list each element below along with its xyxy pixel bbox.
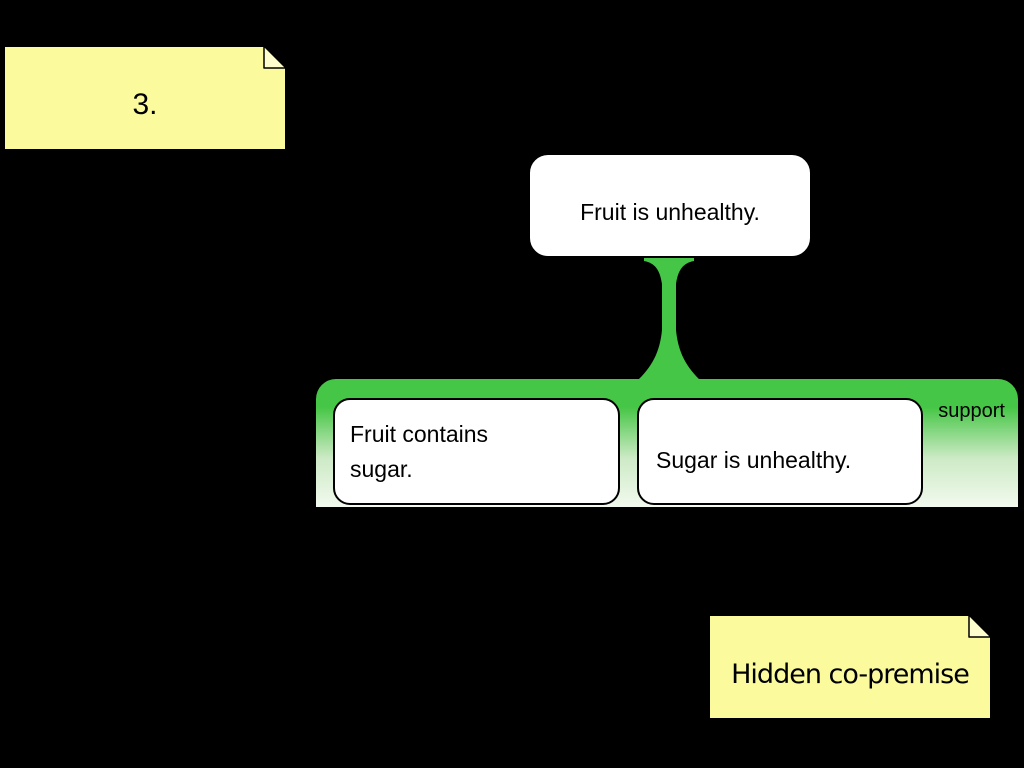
conclusion-box[interactable]: Fruit is unhealthy. <box>528 153 812 258</box>
sticky-note-shape <box>3 45 287 151</box>
premise-box-1[interactable]: Fruit contains sugar. <box>333 398 620 505</box>
note-paper <box>3 45 287 151</box>
support-label: support <box>938 400 1005 422</box>
note-paper <box>708 614 992 720</box>
note-fold-corner-icon <box>263 45 287 69</box>
sticky-note-number[interactable]: 3. <box>3 45 287 151</box>
connector-trunk <box>636 258 702 382</box>
premise-box-2[interactable]: Sugar is unhealthy. <box>637 398 923 505</box>
conclusion-text: Fruit is unhealthy. <box>580 198 760 225</box>
support-group[interactable]: support Fruit contains sugar. Sugar is u… <box>316 379 1018 507</box>
sticky-note-shape <box>708 614 992 720</box>
note-fold-corner-icon <box>968 614 992 638</box>
support-connector[interactable] <box>630 256 710 382</box>
note-annotation-text: Hidden co-premise <box>731 658 970 690</box>
note-number-text: 3. <box>132 88 158 121</box>
premise-1-text: Fruit contains sugar. <box>350 420 489 482</box>
premise-2-text: Sugar is unhealthy. <box>656 446 852 473</box>
sticky-note-annotation[interactable]: Hidden co-premise <box>708 614 992 720</box>
